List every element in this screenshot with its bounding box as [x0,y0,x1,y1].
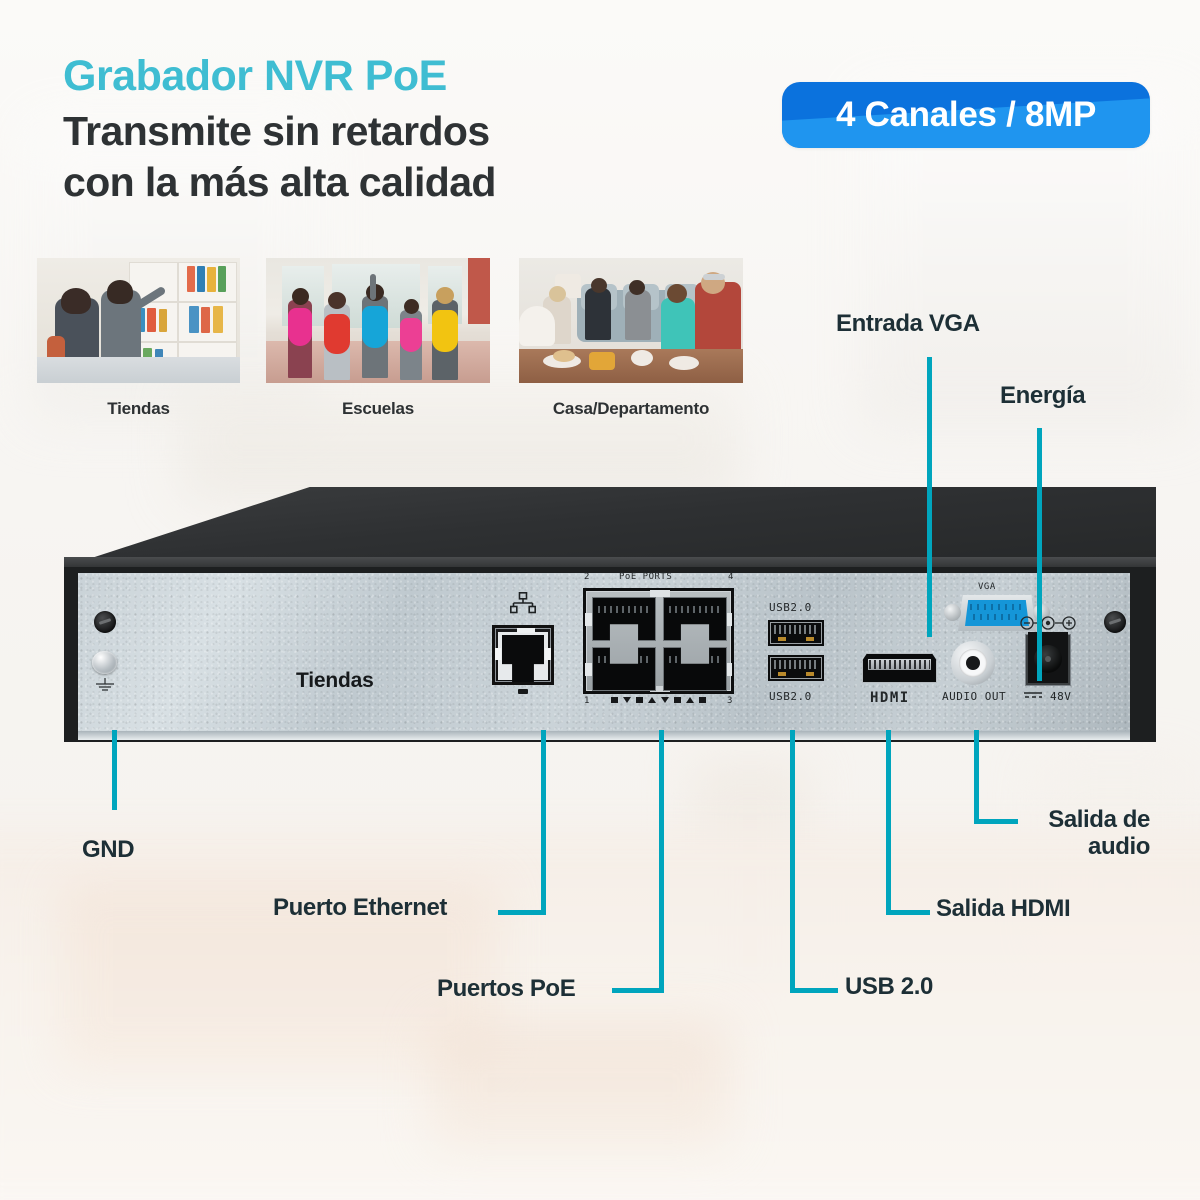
callout-label-ethernet: Puerto Ethernet [273,894,448,921]
leader-line-usb-v [790,730,795,993]
leader-line-audio-h [974,819,1018,824]
leader-line-ethernet-h [498,910,546,915]
usb-port-bottom[interactable] [768,655,824,681]
callout-label-vga: Entrada VGA [836,310,980,337]
callout-label-gnd: GND [82,836,135,863]
poe-jack-1[interactable] [592,647,656,691]
poe-port-3-label: 3 [727,696,733,706]
device-chassis: Tiendas [64,567,1156,742]
leader-line-gnd [112,730,117,810]
ethernet-port[interactable] [492,625,554,685]
usb-port-top[interactable] [768,620,824,646]
use-case-card-tiendas: Tiendas [37,258,240,419]
dc-symbol-icon [1024,692,1042,698]
callout-label-power: Energía [1000,382,1086,409]
channels-badge: 4 Canales / 8MP [782,82,1150,148]
network-port-icon [510,592,536,614]
background-shelf [180,380,740,500]
use-case-caption: Escuelas [341,399,415,418]
nvr-device: Tiendas [64,487,1156,742]
background-table [60,880,500,1070]
power-dc-jack[interactable] [1026,632,1070,685]
badge-label: 4 Canales / 8MP [835,95,1097,134]
use-case-caption: Casa/Departamento [552,399,710,418]
hdmi-port[interactable] [862,653,937,683]
leader-line-hdmi-h [886,910,930,915]
leader-line-ethernet-v [541,730,546,915]
callout-label-usb: USB 2.0 [845,973,933,1000]
headline-block: Grabador NVR PoE Transmite sin retardos … [63,52,723,209]
hdmi-label: HDMI [870,690,910,706]
use-case-photo-escuelas [266,258,490,383]
gnd-screw[interactable] [92,651,117,674]
chassis-screw-left [94,611,116,633]
device-rear-panel: Tiendas [78,572,1130,732]
leader-line-usb-h [790,988,838,993]
callout-label-poe: Puertos PoE [437,975,576,1002]
use-case-photo-tiendas [37,258,240,383]
use-case-photo-casa [519,258,743,383]
leader-line-hdmi-v [886,730,891,915]
ethernet-led [518,689,528,694]
leader-line-poe-v [659,730,664,993]
audio-out-jack[interactable] [951,641,995,685]
ground-symbol-icon [96,678,114,691]
poe-jack-3[interactable] [663,647,727,691]
poe-port-2-label: 2 [584,572,590,582]
poe-led-row [583,697,734,703]
leader-line-vga [927,357,932,637]
dc-polarity-icon [1020,616,1076,630]
vga-label: VGA [978,582,996,592]
poe-ports-label: PoE PORTS [619,572,673,582]
headline-line-1: Transmite sin retardos [63,108,490,155]
usb-bottom-label: USB2.0 [769,690,812,703]
chassis-screw-right [1104,611,1126,633]
audio-out-label: AUDIO OUT [942,690,1007,703]
power-voltage-label: 48V [1050,690,1072,703]
headline-line-2: con la más alta calidad [63,159,496,206]
leader-line-power [1037,428,1042,681]
headline-eyebrow: Grabador NVR PoE [63,52,447,100]
usb-top-label: USB2.0 [769,601,812,614]
device-top-surface [64,487,1156,567]
poe-port-1-label: 1 [584,696,590,706]
leader-line-audio-v [974,730,979,824]
poe-port-4-label: 4 [728,572,734,582]
use-case-card-casa: Casa/Departamento [519,258,743,419]
use-case-card-escuelas: Escuelas [266,258,490,419]
callout-label-audio: Salida de audio [1048,806,1150,861]
use-case-caption: Tiendas [107,399,170,418]
poe-jack-4[interactable] [663,597,727,641]
vga-port[interactable] [944,595,1050,631]
callout-label-hdmi: Salida HDMI [936,895,1071,922]
leader-line-poe-h [612,988,664,993]
background-chair [430,1020,730,1150]
poe-ports-block[interactable] [583,588,734,694]
device-base-strip [78,731,1130,740]
device-panel-print: Tiendas [296,669,374,692]
poe-jack-2[interactable] [592,597,656,641]
